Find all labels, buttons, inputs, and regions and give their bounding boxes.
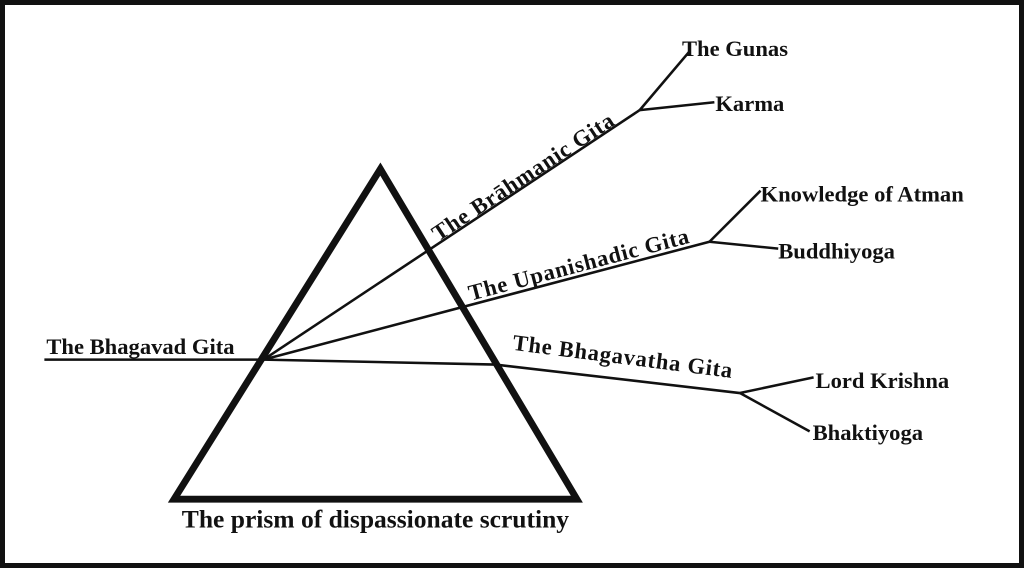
prism-caption: The prism of dispassionate scrutiny [182,505,570,534]
karma-label: Karma [715,91,784,116]
upanishadic-ray [263,240,710,361]
gunas-label: The Gunas [682,36,788,61]
brahmanic-ray-label: The Brāhmanic Gita [427,107,619,246]
prism-triangle [167,162,583,503]
prism-diagram-canvas: The Bhagavad Gita The Brāhmanic Gita The… [44,36,965,534]
knowledge-branch [708,189,762,243]
buddhiyoga-label: Buddhiyoga [778,238,895,263]
brahmanic-ray [262,109,641,361]
bhaktiyoga-label: Bhaktiyoga [813,420,923,445]
gunas-branch [638,51,690,111]
lord-krishna-label: Lord Krishna [816,368,950,393]
krishna-branch [739,376,814,395]
source-label: The Bhagavad Gita [46,334,234,359]
bhagavatha-ray-label: The Bhagavatha Gita [511,330,734,383]
upanishadic-ray-label: The Upanishadic Gita [466,223,693,305]
bhaktiyoga-branch [739,391,811,433]
buddhiyoga-branch [709,240,779,250]
karma-branch [639,100,715,112]
knowledge-of-atman-label: Knowledge of Atman [761,181,965,206]
